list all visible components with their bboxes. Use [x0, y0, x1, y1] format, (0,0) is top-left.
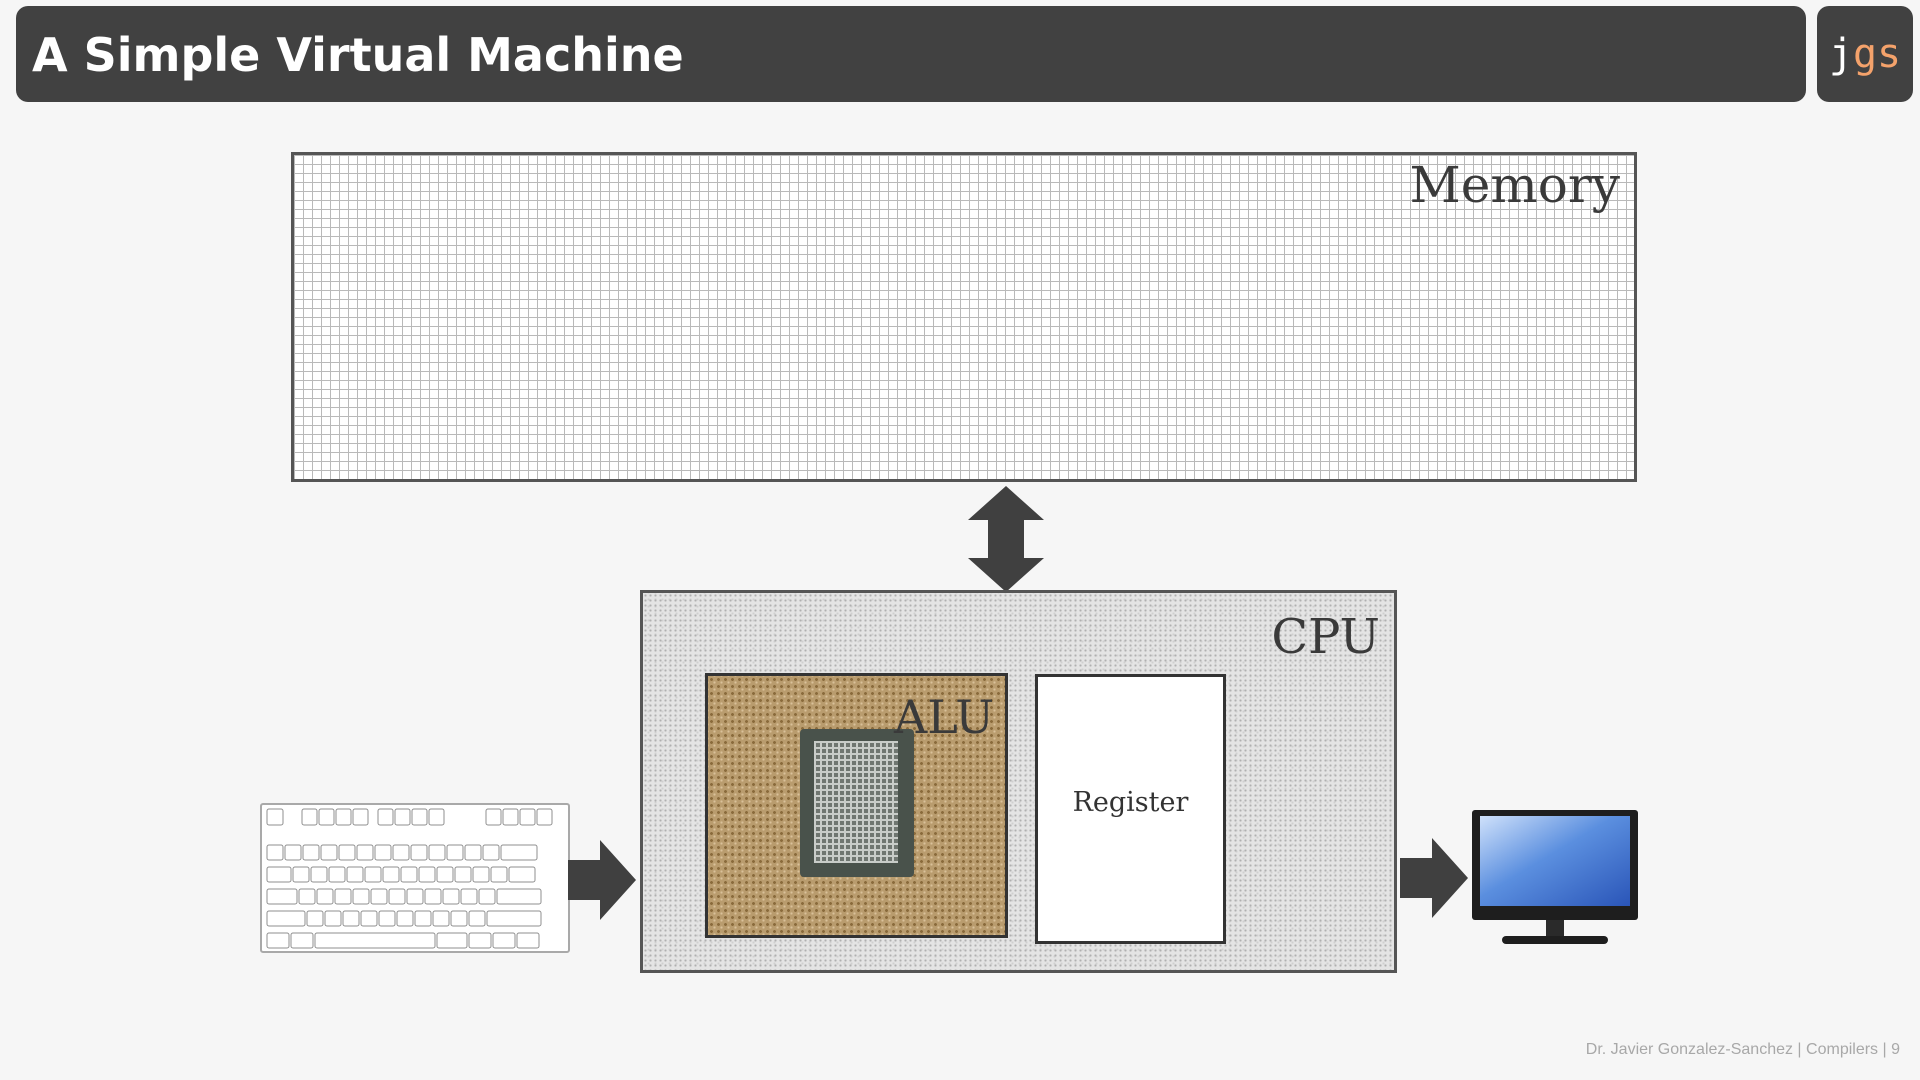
keyboard-key — [508, 866, 536, 883]
keyboard-key — [292, 866, 310, 883]
keyboard-key — [266, 932, 290, 949]
keyboard-key — [266, 866, 292, 883]
keyboard-key — [482, 844, 500, 861]
alu-block: ALU — [705, 673, 1008, 938]
keyboard-key — [310, 866, 328, 883]
memory-cpu-double-arrow — [968, 486, 1044, 592]
keyboard-key — [516, 932, 540, 949]
keyboard-key — [328, 866, 346, 883]
register-block: Register — [1035, 674, 1226, 944]
footer-credits: Dr. Javier Gonzalez-Sanchez | Compilers … — [1585, 1041, 1900, 1058]
keyboard-key — [478, 888, 496, 905]
memory-label: Memory — [1409, 156, 1620, 214]
keyboard-key — [418, 866, 436, 883]
keyboard-key — [442, 888, 460, 905]
keyboard-key — [424, 888, 442, 905]
keyboard-key — [382, 866, 400, 883]
keyboard-key — [446, 844, 464, 861]
cpu-label: CPU — [1271, 609, 1380, 665]
logo: jgs — [1817, 6, 1913, 102]
keyboard-key — [496, 888, 542, 905]
keyboard-key — [414, 910, 432, 927]
keyboard-key — [266, 910, 306, 927]
keyboard-key — [314, 932, 436, 949]
keyboard-key — [302, 844, 320, 861]
keyboard-key — [400, 866, 418, 883]
keyboard-key — [392, 844, 410, 861]
keyboard-keys — [266, 808, 553, 949]
keyboard-icon — [260, 803, 570, 953]
keyboard-key — [370, 888, 388, 905]
cpu-output-arrow — [1400, 838, 1468, 918]
keyboard-input-arrow — [568, 840, 636, 920]
logo-gs: gs — [1852, 31, 1902, 77]
keyboard-key — [486, 910, 542, 927]
keyboard-key — [472, 866, 490, 883]
keyboard-key — [338, 844, 356, 861]
keyboard-key — [342, 910, 360, 927]
keyboard-key — [428, 844, 446, 861]
keyboard-key — [492, 932, 516, 949]
keyboard-key — [298, 888, 316, 905]
keyboard-key — [396, 910, 414, 927]
keyboard-key — [460, 888, 478, 905]
keyboard-key — [356, 844, 374, 861]
keyboard-key — [468, 932, 492, 949]
keyboard-key — [490, 866, 508, 883]
keyboard-key — [436, 932, 468, 949]
keyboard-key — [450, 910, 468, 927]
monitor-icon — [1472, 810, 1638, 944]
keyboard-key — [388, 888, 406, 905]
keyboard-key — [432, 910, 450, 927]
keyboard-key — [378, 910, 396, 927]
logo-text: jgs — [1817, 30, 1913, 78]
keyboard-key — [266, 844, 284, 861]
keyboard-key — [464, 844, 482, 861]
keyboard-key — [284, 844, 302, 861]
slide-title: A Simple Virtual Machine — [32, 28, 684, 82]
memory-block: Memory — [291, 152, 1637, 482]
register-label: Register — [1072, 787, 1189, 818]
keyboard-key — [360, 910, 378, 927]
keyboard-key — [352, 888, 370, 905]
keyboard-key — [500, 844, 538, 861]
keyboard-key — [406, 888, 424, 905]
keyboard-key — [324, 910, 342, 927]
keyboard-key — [468, 910, 486, 927]
keyboard-key — [374, 844, 392, 861]
processor-die — [814, 741, 898, 863]
keyboard-key — [334, 888, 352, 905]
keyboard-key — [454, 866, 472, 883]
keyboard-key — [364, 866, 382, 883]
keyboard-key — [410, 844, 428, 861]
alu-label: ALU — [894, 690, 995, 744]
keyboard-key — [290, 932, 314, 949]
keyboard-key — [316, 888, 334, 905]
keyboard-key — [306, 910, 324, 927]
logo-j: j — [1828, 31, 1853, 77]
keyboard-key — [320, 844, 338, 861]
processor-chip-icon — [800, 729, 914, 877]
keyboard-key — [266, 888, 298, 905]
keyboard-key — [346, 866, 364, 883]
title-bar: A Simple Virtual Machine — [16, 6, 1806, 102]
keyboard-key — [436, 866, 454, 883]
